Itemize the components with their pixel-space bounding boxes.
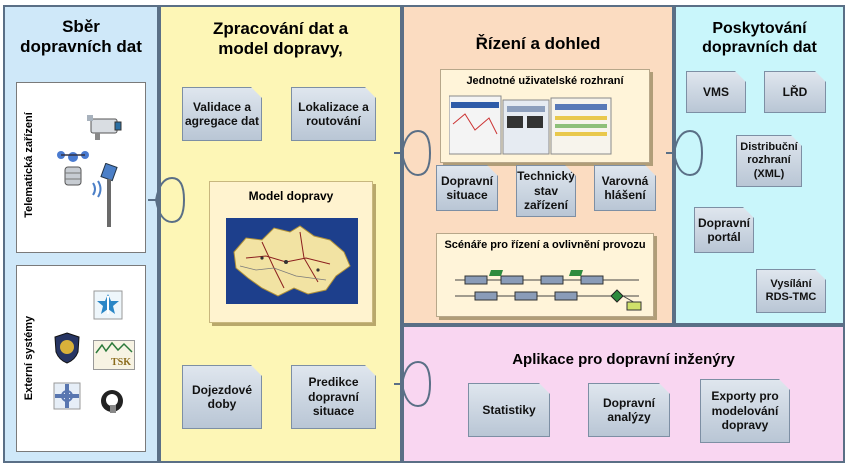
lrd-box: LŘD [764,71,826,113]
connector-collection-processing [148,176,186,224]
traffic-prediction-box: Predikce dopravní situace [291,365,376,429]
tsk-logo: TSK [93,340,135,370]
external-systems-label: Externí systémy [23,315,35,401]
vms-box: VMS [686,71,746,113]
panel-data-provision: Poskytování dopravních dat VMS LŘD Distr… [674,5,845,325]
scenarios-title: Scénáře pro řízení a ovlivnění provozu [444,239,646,251]
traffic-analyses-box: Dopravní analýzy [588,383,670,437]
weather-station-icon [57,151,89,186]
czech-map-icon [226,218,358,304]
panel-processing-title-line2: model dopravy, [218,39,343,59]
traffic-portal-box: Dopravní portál [694,207,754,253]
panel-control-title: Řízení a dohled [475,34,601,53]
highway-interchange-icon [53,382,81,410]
connector-processing-engineering [394,360,432,408]
localization-routing-box: Lokalizace a routování [291,87,376,141]
tsk-logo-graph-icon [95,341,133,354]
panel-collection-title-line2: dopravních dat [20,37,142,57]
traffic-situation-box: Dopravní situace [436,165,498,211]
loop-detector-icon [101,390,123,413]
panel-control-supervision: Řízení a dohled Jednotné uživatelské roz… [402,5,674,325]
connector-control-provision [666,129,704,177]
traffic-model-title: Model dopravy [248,189,334,203]
telematics-devices-box: Telematická zařízení [16,82,146,253]
panel-processing-title-line1: Zpracování dat a [212,19,349,38]
panel-provision-title: Poskytování dopravních dat [676,19,843,57]
unified-ui-title: Jednotné uživatelské rozhraní [466,75,624,87]
technical-state-box: Technický stav zařízení [516,165,576,217]
panel-collection-title: Sběr dopravních dat [5,17,157,58]
panel-collection-title-line1: Sběr [62,17,100,36]
traffic-model-box: Model dopravy [209,181,373,323]
scenario-flow-icon [455,270,642,311]
panel-provision-title-line2: dopravních dat [702,39,817,57]
rds-tmc-box: Vysílání RDS-TMC [756,269,826,313]
radar-sensor-icon [92,163,118,227]
unified-ui-box: Jednotné uživatelské rozhraní [440,69,650,163]
panel-engineering-apps: Aplikace pro dopravní inženýry Statistik… [402,325,845,463]
ui-screenshots-icon [449,95,612,155]
panel-processing-title: Zpracování dat a model dopravy, [161,19,400,60]
external-systems-box: Externí systémy TSK [16,265,146,452]
ambulance-star-icon [93,290,123,320]
statistics-box: Statistiky [468,383,550,437]
tsk-logo-text: TSK [110,357,131,368]
panel-provision-title-line1: Poskytování [712,20,807,37]
panel-data-collection: Sběr dopravních dat Telematická zařízení [3,5,159,463]
police-badge-icon [54,332,80,364]
camera-icon [87,115,122,140]
distribution-interface-box: Distribuční rozhraní (XML) [736,135,802,187]
telematics-devices-label: Telematická zařízení [23,112,35,218]
panel-data-processing: Zpracování dat a model dopravy, Validace… [159,5,402,463]
scenarios-box: Scénáře pro řízení a ovlivnění provozu [436,233,654,317]
panel-engineering-title: Aplikace pro dopravní inženýry [512,351,735,368]
warning-messages-box: Varovná hlášení [594,165,656,211]
validation-aggregation-box: Validace a agregace dat [182,87,262,141]
modeling-exports-box: Exporty pro modelování dopravy [700,379,790,443]
travel-times-box: Dojezdové doby [182,365,262,429]
connector-processing-control [394,129,432,177]
